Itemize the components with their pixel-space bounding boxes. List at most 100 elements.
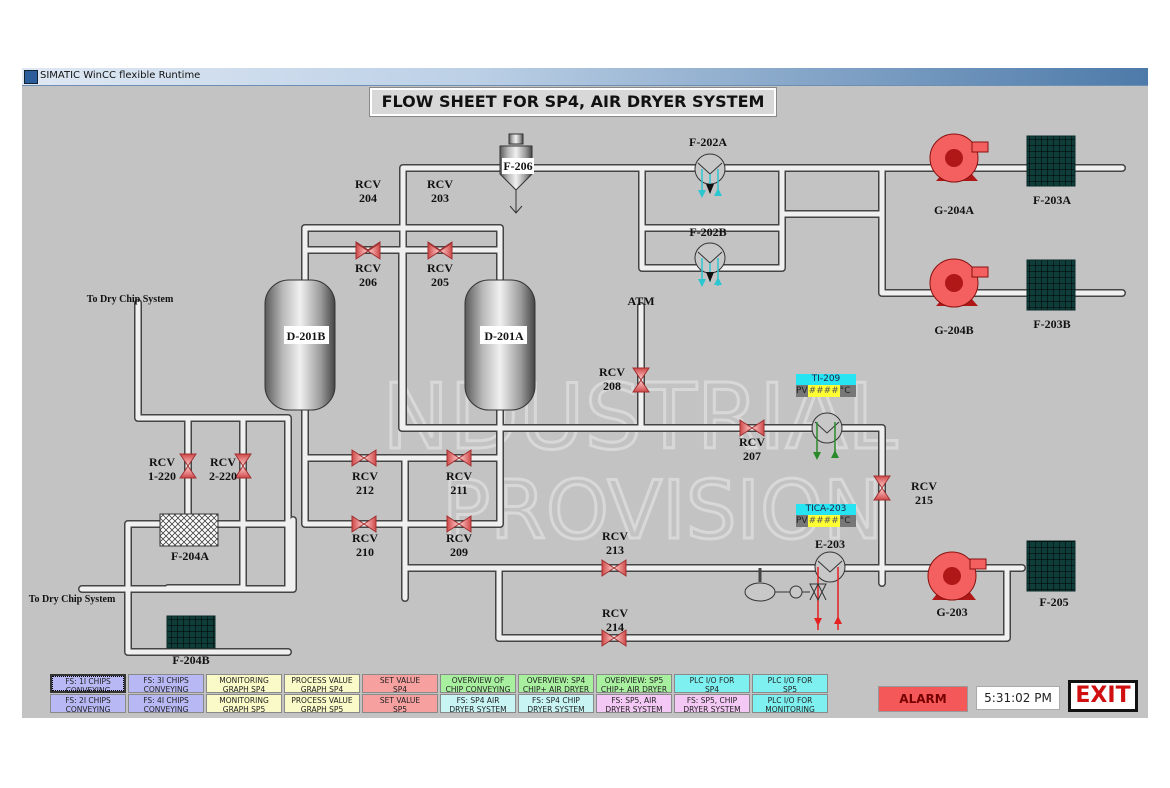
tag-unit: °C: [839, 516, 851, 526]
cyclone-label: F-206: [503, 159, 532, 173]
valve-rcv207[interactable]: RCV 207: [739, 419, 765, 463]
tag-ti209[interactable]: TI-209 PV####°C: [796, 374, 856, 397]
tag-value: ####: [807, 515, 840, 527]
process-diagram: NDUSTRIAL PROVISION D-20: [29, 133, 1126, 667]
nav-button[interactable]: SET VALUE SP4: [362, 674, 438, 694]
tank-d201a[interactable]: D-201A: [464, 279, 536, 411]
nav-button[interactable]: MONITORING GRAPH SP4: [206, 674, 282, 694]
tank-label: D-201A: [484, 329, 524, 343]
valve-rcv205[interactable]: RCV 205: [427, 242, 453, 289]
control-valve-icon: [802, 582, 827, 602]
valve-rcv213[interactable]: RCV 213: [601, 529, 628, 577]
valve-rcv206b[interactable]: RCV 206: [355, 242, 381, 289]
filter-f204b[interactable]: F-204B: [166, 615, 216, 667]
tag-tica203[interactable]: TICA-203 PV####°C: [796, 504, 856, 527]
nav-button[interactable]: FS: 1I CHIPS CONVEYING: [50, 674, 126, 695]
valve-rcv1220[interactable]: RCV 1-220: [148, 453, 197, 483]
filter-f203a[interactable]: F-203A: [1026, 135, 1076, 207]
valve-label: RCV: [599, 365, 625, 379]
pump-label: G-204B: [934, 323, 973, 337]
heat-exchanger-e203[interactable]: E-203: [744, 537, 846, 630]
valve-number: 1-220: [148, 469, 176, 483]
valve-number: 204: [359, 191, 377, 205]
tag-name: TICA-203: [796, 504, 856, 515]
tag-value: ####: [807, 385, 840, 397]
valve-label: RCV: [427, 177, 453, 191]
valve-rcv210[interactable]: RCV 210: [351, 515, 378, 559]
nav-button[interactable]: OVERVIEW: SP4 CHIP+ AIR DRYER: [518, 674, 594, 694]
nav-button[interactable]: FS: 4I CHIPS CONVEYING: [128, 694, 204, 714]
valve-number: 213: [606, 543, 624, 557]
drain-arrow-icon: [706, 184, 714, 194]
to-dry-chip-label-bottom: To Dry Chip System: [29, 594, 116, 605]
valve-number: 209: [450, 545, 468, 559]
drain-icon: [509, 190, 523, 214]
pump-g204a[interactable]: G-204A: [929, 133, 989, 217]
valve-rcv209[interactable]: RCV 209: [446, 515, 472, 559]
valve-number: 203: [431, 191, 449, 205]
valve-number: 207: [743, 449, 761, 463]
filter-f205[interactable]: F-205: [1026, 540, 1076, 609]
cyclone-f206[interactable]: F-206: [499, 133, 534, 214]
valve-label: RCV: [446, 469, 472, 483]
exit-button[interactable]: EXIT: [1068, 680, 1138, 712]
valve-number: 205: [431, 275, 449, 289]
pump-g203[interactable]: G-203: [927, 551, 987, 619]
nav-button[interactable]: PROCESS VALUE GRAPH SP4: [284, 674, 360, 694]
pump-label: G-204A: [934, 203, 974, 217]
tag-name: TI-209: [796, 374, 856, 385]
nav-button[interactable]: FS: 3I CHIPS CONVEYING: [128, 674, 204, 694]
nav-button[interactable]: FS: SP5, CHIP DRYER SYSTEM: [674, 694, 750, 714]
heat-exchanger-ti209[interactable]: [811, 412, 843, 460]
pump-g204b[interactable]: G-204B: [929, 258, 989, 337]
nav-button[interactable]: SET VALUE SP5: [362, 694, 438, 714]
filter-f202a[interactable]: F-202A: [689, 135, 727, 198]
valve-label: RCV: [446, 531, 472, 545]
nav-button[interactable]: OVERVIEW OF CHIP CONVEYING: [440, 674, 516, 694]
tank-label-bg: [480, 326, 527, 344]
valve-label: RCV: [355, 177, 381, 191]
valve-number: 211: [450, 483, 467, 497]
valve-number: 210: [356, 545, 374, 559]
nav-button[interactable]: PROCESS VALUE GRAPH SP5: [284, 694, 360, 714]
valve-rcv212[interactable]: RCV 212: [351, 449, 378, 497]
filter-f202b[interactable]: F-202B: [689, 225, 727, 287]
app-icon: [24, 70, 38, 84]
valve-rcv214[interactable]: RCV 214: [601, 606, 628, 647]
filter-label: F-204B: [172, 653, 209, 667]
filter-label: F-203B: [1033, 317, 1070, 331]
nav-button[interactable]: FS: SP4 AIR DRYER SYSTEM: [440, 694, 516, 714]
valve-label: RCV: [352, 469, 378, 483]
valve-label: RCV: [427, 261, 453, 275]
filter-label: F-202B: [689, 225, 726, 239]
tank-d201b[interactable]: D-201B: [264, 279, 336, 411]
alarm-button[interactable]: ALARM: [878, 686, 968, 712]
to-dry-chip-label-top: To Dry Chip System: [87, 294, 174, 305]
valve-label: RCV: [355, 261, 381, 275]
valves: RCV 204 RCV 203 RCV 206 RCV 205: [148, 177, 937, 647]
nav-button[interactable]: FS: 2I CHIPS CONVEYING: [50, 694, 126, 714]
filter-f204a[interactable]: F-204A: [159, 513, 219, 563]
sheet-title: FLOW SHEET FOR SP4, AIR DRYER SYSTEM: [369, 87, 777, 117]
valve-label: RCV: [210, 455, 236, 469]
nav-button[interactable]: FS: SP4 CHIP DRYER SYSTEM: [518, 694, 594, 714]
valve-label: RCV: [149, 455, 175, 469]
nav-button[interactable]: MONITORING GRAPH SP5: [206, 694, 282, 714]
filter-label: F-203A: [1033, 193, 1071, 207]
filter-f203b[interactable]: F-203B: [1026, 259, 1076, 331]
nav-button[interactable]: PLC I/O FOR SP4: [674, 674, 750, 694]
nav-button[interactable]: PLC I/O FOR MONITORING: [752, 694, 828, 714]
valve-rcv2220[interactable]: RCV 2-220: [209, 453, 252, 483]
valve-label: RCV: [602, 606, 628, 620]
nav-button[interactable]: FS: SP5, AIR DRYER SYSTEM: [596, 694, 672, 714]
nav-button[interactable]: OVERVIEW: SP5 CHIP+ AIR DRYER: [596, 674, 672, 694]
valve-rcv208[interactable]: RCV 208: [599, 365, 650, 393]
tag-pv-label: PV: [796, 386, 808, 396]
filter-label: F-202A: [689, 135, 727, 149]
valve-rcv215[interactable]: RCV 215: [873, 475, 937, 507]
valve-number: 208: [603, 379, 621, 393]
filter-label: F-205: [1039, 595, 1068, 609]
atm-label: ATM: [627, 294, 654, 308]
valve-rcv211[interactable]: RCV 211: [446, 449, 472, 497]
nav-button[interactable]: PLC I/O FOR SP5: [752, 674, 828, 694]
